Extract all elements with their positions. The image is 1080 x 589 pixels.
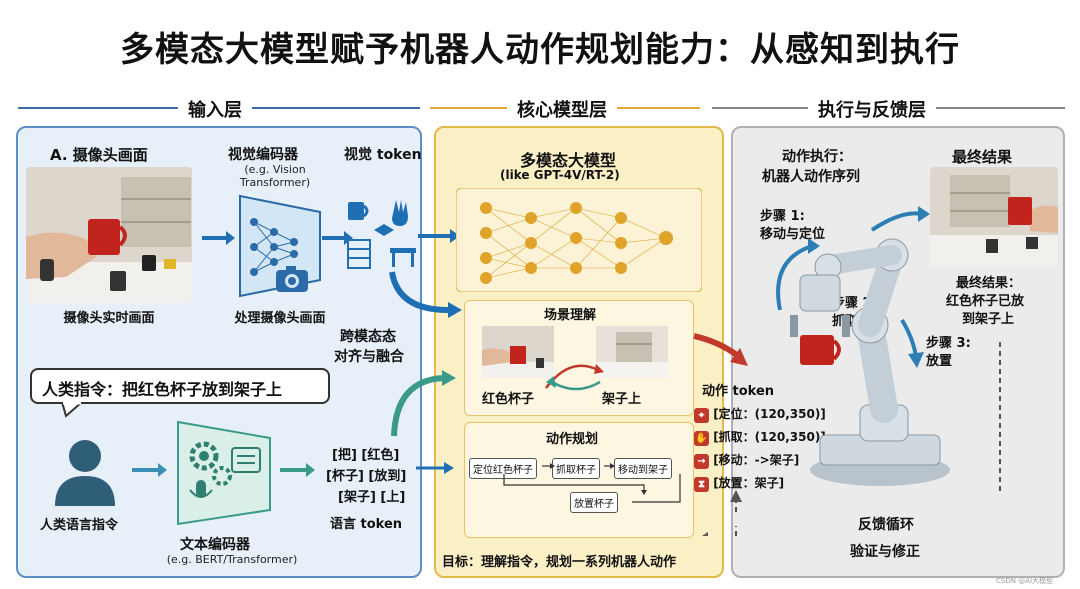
action-planning-box <box>464 422 694 538</box>
neural-network-diagram <box>456 188 702 292</box>
lang-token-line-1: [把] [红色] <box>332 448 400 463</box>
model-title: 多模态大模型 <box>520 151 617 170</box>
lang-token-label: 语言 token <box>330 517 403 532</box>
vision-token-icons <box>347 200 416 269</box>
action-token-3-text: [移动：->架子] <box>713 453 800 467</box>
action-token-1: ⌖ [定位：(120,350)] <box>694 405 826 423</box>
plan-step-place: 放置杯子 <box>570 492 618 513</box>
arrow-person-encoder <box>132 463 167 477</box>
vision-encoder-sub2: Transformer) <box>239 176 311 189</box>
arrow-encoder-langtokens <box>280 463 315 477</box>
lang-token-line-2: [杯子] [放到] <box>326 469 407 484</box>
arrow-model-actiontokens <box>693 333 748 366</box>
plan-title: 动作规划 <box>546 432 599 447</box>
final-result-label1: 最终结果： <box>956 276 1022 291</box>
plan-flow-arrows <box>503 463 681 503</box>
camera-image <box>26 167 192 303</box>
vision-token-label: 视觉 token <box>344 147 422 163</box>
section-core-label: 核心模型层 <box>507 96 617 122</box>
camera-title: A. 摄像头画面 <box>50 146 148 164</box>
text-encoder-sub: (e.g. BERT/Transformer) <box>166 553 298 566</box>
feedback-label2: 验证与修正 <box>850 544 920 560</box>
action-exec-label2: 机器人动作序列 <box>762 169 860 185</box>
section-input-label: 输入层 <box>178 96 252 122</box>
text-encoder-icon <box>177 420 271 526</box>
robot-arm-icon <box>790 238 950 486</box>
place-icon: ⧗ <box>694 477 709 492</box>
step1-label-b: 移动与定位 <box>760 227 826 242</box>
human-command-bubble <box>30 368 330 404</box>
model-sub: (like GPT-4V/RT-2) <box>500 168 620 182</box>
action-exec-label1: 动作执行： <box>782 149 852 165</box>
scene-exchange-arrows <box>545 364 604 391</box>
scene-title: 场景理解 <box>544 308 597 323</box>
final-result-label2: 红色杯子已放 <box>946 294 1025 309</box>
core-goal: 目标：理解指令，规划一系列机器人动作 <box>442 555 677 570</box>
locate-icon: ⌖ <box>694 408 709 423</box>
vision-encoder-caption: 处理摄像头画面 <box>234 311 326 326</box>
feedback-label1: 反馈循环 <box>858 517 914 533</box>
cross-modal-label2: 对齐与融合 <box>334 349 404 365</box>
action-token-2: ✋ [抓取：(120,350)] <box>694 428 826 446</box>
lang-token-line-3: [架子] [上] <box>338 490 406 505</box>
action-token-3: → [移动：->架子] <box>694 451 799 469</box>
step1-label-a: 步骤 1: <box>760 209 805 224</box>
action-token-4: ⧗ [放置：架子] <box>694 474 784 492</box>
move-arrow-icon: → <box>694 454 709 469</box>
plan-step-locate: 定位红色杯子 <box>469 458 537 479</box>
scene-shelf-image <box>596 326 668 378</box>
text-encoder-label: 文本编码器 <box>180 537 250 553</box>
arrow-camera-encoder <box>202 231 235 245</box>
final-result-label3: 到架子上 <box>962 312 1015 327</box>
step3-label-a: 步骤 3: <box>926 336 971 351</box>
final-title: 最终结果 <box>952 148 1013 166</box>
vision-encoder-label: 视觉编码器 <box>228 147 298 163</box>
plan-step-grasp: 抓取杯子 <box>552 458 600 479</box>
step3-label-b: 放置 <box>926 354 953 369</box>
grasp-icon: ✋ <box>694 431 709 446</box>
feedback-loop-arrow <box>702 342 1001 536</box>
camera-caption: 摄像头实时画面 <box>63 311 155 326</box>
final-result-image <box>930 167 1058 267</box>
human-command-text: 人类指令：把红色杯子放到架子上 <box>42 380 283 399</box>
bubble-tail <box>60 402 84 418</box>
cross-modal-label1: 跨模态态 <box>340 329 396 345</box>
scene-cup-image <box>482 326 554 378</box>
scene-cup-label: 红色杯子 <box>482 392 535 407</box>
human-caption: 人类语言指令 <box>40 518 119 533</box>
arrow-encoder-tokens <box>322 231 353 245</box>
watermark: CSDN @AI大模型 <box>996 577 1054 585</box>
plan-step-move: 移动到架子 <box>614 458 672 479</box>
arrow-tokens-model <box>389 229 462 318</box>
vision-encoder-icon <box>239 194 321 298</box>
vision-encoder-sub1: (e.g. Vision <box>244 163 306 176</box>
person-icon <box>55 440 115 506</box>
action-token-2-text: [抓取：(120,350)] <box>713 430 826 444</box>
scene-shelf-label: 架子上 <box>602 392 642 407</box>
action-token-label: 动作 token <box>702 384 775 399</box>
robot-motion-arrows <box>776 206 930 368</box>
action-token-4-text: [放置：架子] <box>713 476 785 490</box>
page-title: 多模态大模型赋予机器人动作规划能力：从感知到执行 <box>120 30 960 70</box>
action-token-1-text: [定位：(120,350)] <box>713 407 826 421</box>
arrow-langtokens-model <box>391 370 456 474</box>
section-exec-label: 执行与反馈层 <box>808 96 936 122</box>
